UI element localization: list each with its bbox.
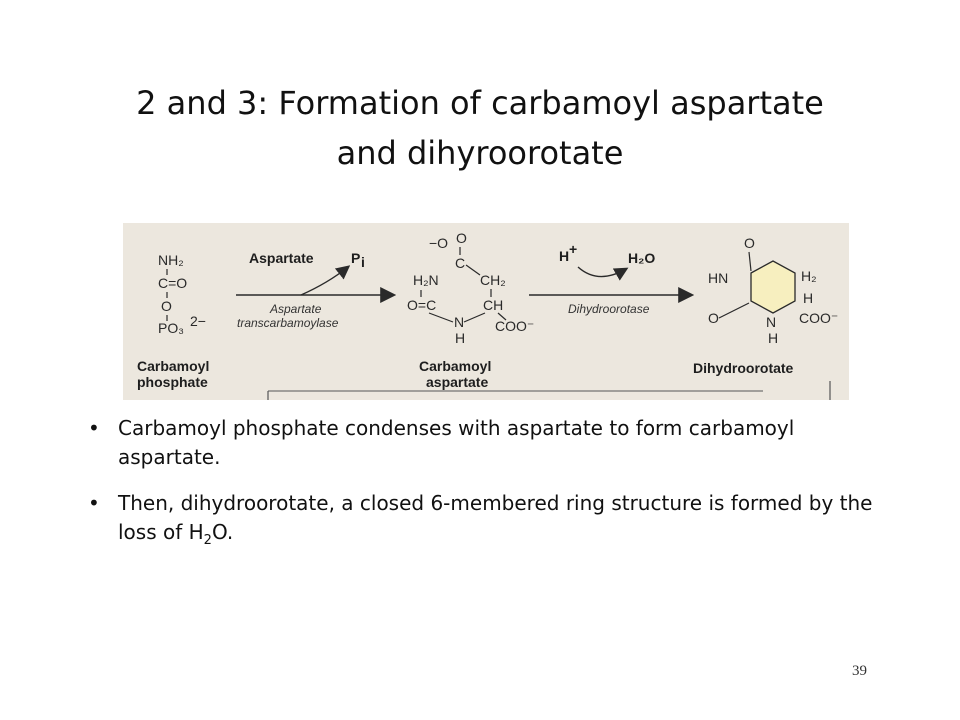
pi-product-subscript: i bbox=[361, 254, 365, 270]
dh-hn: HN bbox=[708, 270, 728, 286]
dihydroorotate-ring bbox=[750, 260, 796, 314]
dihydroorotate-label: Dihydroorotate bbox=[693, 360, 794, 376]
h2o-product: H₂O bbox=[628, 250, 655, 266]
h-plus-reactant: H bbox=[559, 248, 569, 264]
bullet-subscript: 2 bbox=[203, 533, 212, 548]
dh-o: O bbox=[744, 235, 755, 251]
enzyme-2-line-1: Dihydroorotase bbox=[568, 302, 650, 316]
reaction-arrow-2: H + H₂O Dihydroorotase bbox=[529, 241, 695, 316]
cp-co: C=O bbox=[158, 275, 187, 291]
carbamoyl-phosphate-label-2: phosphate bbox=[137, 374, 208, 390]
dh-coo: COO⁻ bbox=[799, 310, 838, 326]
aspartate-reactant: Aspartate bbox=[249, 250, 314, 266]
bullet-text-2: Then, dihydroorotate, a closed 6-membere… bbox=[118, 491, 873, 544]
page-number: 39 bbox=[852, 663, 867, 679]
bullet-item-1: • Carbamoyl phosphate condenses with asp… bbox=[88, 414, 888, 472]
enzyme-1-line-1: Aspartate bbox=[269, 302, 322, 316]
h-plus-superscript: + bbox=[569, 241, 577, 257]
dh-n: N bbox=[766, 314, 776, 330]
carbamoyl-phosphate-structure: NH₂ C=O O PO₃ 2− Carbamoyl phosphate bbox=[137, 252, 209, 390]
ca-coo: COO⁻ bbox=[495, 318, 534, 334]
dh-h: H bbox=[803, 290, 813, 306]
carbamoyl-phosphate-label-1: Carbamoyl bbox=[137, 358, 209, 374]
reaction-arrow-1: Aspartate P i Aspartate transcarbamoylas… bbox=[236, 250, 397, 330]
reaction-figure: NH₂ C=O O PO₃ 2− Carbamoyl phosphate Asp… bbox=[123, 223, 849, 400]
ca-n: N bbox=[454, 314, 464, 330]
bullet-text-1: Carbamoyl phosphate condenses with aspar… bbox=[118, 416, 795, 469]
bullet-list: • Carbamoyl phosphate condenses with asp… bbox=[88, 414, 888, 572]
title-line-2: and dihyroorotate bbox=[336, 134, 624, 172]
bullet-marker: • bbox=[88, 416, 100, 440]
bullet-item-2: • Then, dihydroorotate, a closed 6-membe… bbox=[88, 489, 888, 555]
bullet-text-2-end: O. bbox=[211, 520, 234, 544]
ca-c: C bbox=[455, 255, 465, 271]
reaction-diagram: NH₂ C=O O PO₃ 2− Carbamoyl phosphate Asp… bbox=[137, 230, 838, 400]
carbamoyl-aspartate-structure: −O O C CH₂ H₂N O=C CH N COO⁻ H Carbamoyl… bbox=[407, 230, 534, 390]
ca-oc: O=C bbox=[407, 297, 436, 313]
dh-nh: H bbox=[768, 330, 778, 346]
title-line-1: 2 and 3: Formation of carbamoyl aspartat… bbox=[136, 84, 824, 122]
dihydroorotate-structure: O HN H₂ H O N COO⁻ H Dihydroorotate bbox=[693, 235, 838, 376]
pi-product: P bbox=[351, 250, 360, 266]
cp-o: O bbox=[161, 298, 172, 314]
cp-po3: PO₃ bbox=[158, 320, 184, 336]
carbamoyl-aspartate-label-1: Carbamoyl bbox=[419, 358, 491, 374]
ca-o: O bbox=[456, 230, 467, 246]
ca-h: H bbox=[455, 330, 465, 346]
cp-charge: 2− bbox=[190, 313, 206, 329]
dh-h2: H₂ bbox=[801, 268, 817, 284]
carbamoyl-aspartate-label-2: aspartate bbox=[426, 374, 488, 390]
cp-nh2: NH₂ bbox=[158, 252, 184, 268]
enzyme-1-line-2: transcarbamoylase bbox=[237, 316, 339, 330]
dh-o-2: O bbox=[708, 310, 719, 326]
ca-ch2: CH₂ bbox=[480, 272, 506, 288]
slide-title: 2 and 3: Formation of carbamoyl aspartat… bbox=[80, 78, 880, 178]
ca-ch: CH bbox=[483, 297, 503, 313]
bullet-marker: • bbox=[88, 491, 100, 515]
ca-o-minus: −O bbox=[429, 235, 448, 251]
ca-h2n: H₂N bbox=[413, 272, 439, 288]
